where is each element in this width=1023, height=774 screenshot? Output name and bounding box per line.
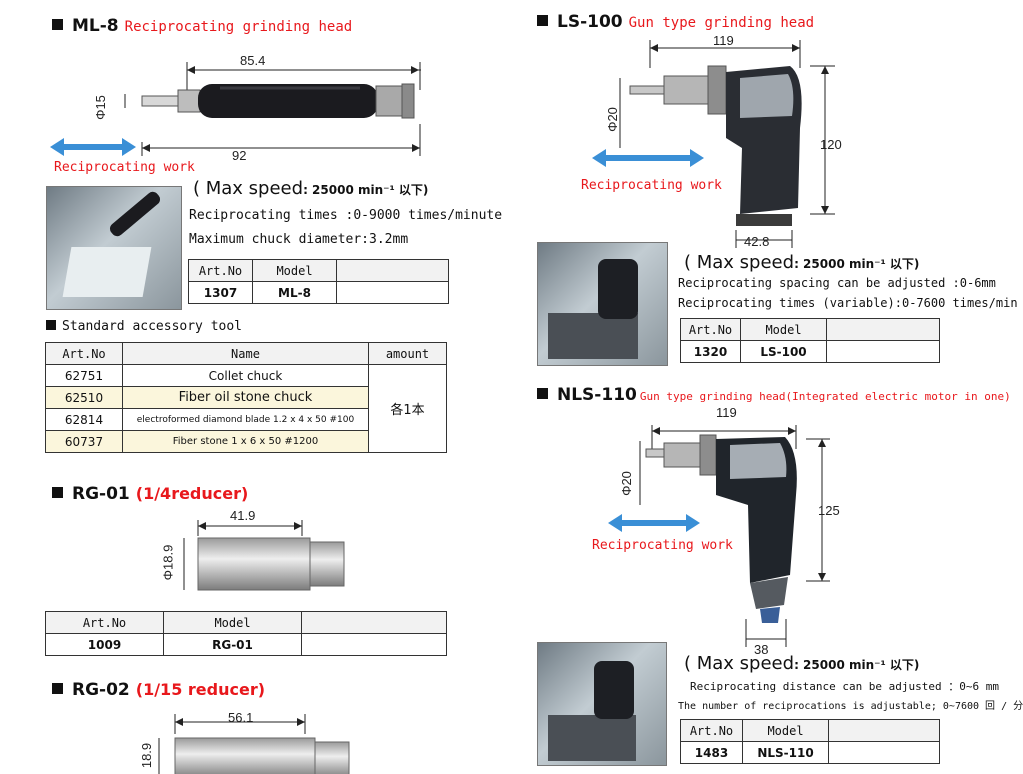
ls100-work-label: Reciprocating work <box>581 178 722 193</box>
ml8-desc: Reciprocating grinding head <box>124 19 353 35</box>
nls110-max-speed: ( Max speed: 25000 min⁻¹ 以下) <box>684 653 920 674</box>
ls100-max-speed: ( Max speed: 25000 min⁻¹ 以下) <box>684 252 920 273</box>
table-row: 60737 Fiber stone 1 x 6 x 50 #1200 <box>45 430 447 453</box>
rg02-header: RG-02(1/15 reducer) <box>52 680 265 700</box>
ls100-dim-height: 120 <box>820 137 842 152</box>
ml8-tool-drawing <box>50 62 421 156</box>
ls100-spec-times: Reciprocating times (variable):0-7600 ti… <box>678 296 1018 310</box>
nls110-dim-width: 119 <box>716 405 737 420</box>
rg01-drawing <box>183 520 345 591</box>
accessory-amount: 各1本 <box>368 364 447 453</box>
nls110-spec-distance: Reciprocating distance can be adjusted ：… <box>690 680 1000 693</box>
nls110-photo <box>537 642 667 766</box>
table-row: 62510 Fiber oil stone chuck <box>45 386 447 409</box>
table-row: 62751 Collet chuck 各1本 <box>45 364 447 453</box>
bullet-square-icon <box>52 19 63 30</box>
ml8-spec-reciprocating: Reciprocating times :0-9000 times/minute <box>189 208 503 223</box>
ml8-work-label: Reciprocating work <box>54 160 195 175</box>
rg02-dim-length: 56.1 <box>228 710 254 725</box>
bullet-square-icon <box>52 487 63 498</box>
nls110-dim-height: 125 <box>818 503 840 518</box>
ml8-spec-chuck: Maximum chuck diameter:3.2mm <box>189 232 409 247</box>
ml8-header: ML-8 Reciprocating grinding head <box>52 16 352 36</box>
ls100-dim-base: 42.8 <box>744 234 770 249</box>
ls100-dim-diameter: Φ20 <box>604 107 620 132</box>
bullet-square-icon <box>537 15 548 26</box>
bullet-square-icon <box>46 320 56 330</box>
nls110-dim-diameter: Φ20 <box>618 471 634 496</box>
ml8-code: ML-8 <box>72 16 119 36</box>
ml8-dim-length: 85.4 <box>240 53 266 68</box>
ml8-max-speed: ( Max speed: 25000 min⁻¹ 以下) <box>193 178 429 199</box>
rg02-dim-diameter: 18.9 <box>139 742 155 769</box>
nls110-dim-base: 38 <box>754 642 769 657</box>
ls100-dim-width: 119 <box>713 33 734 48</box>
nls110-tool-drawing <box>608 425 830 647</box>
bullet-square-icon <box>537 388 548 399</box>
ls100-photo <box>537 242 668 366</box>
rg01-dim-length: 41.9 <box>230 508 256 523</box>
ls100-tool-drawing <box>592 40 835 248</box>
rg01-header: RG-01(1/4reducer) <box>52 484 248 504</box>
ml8-model: ML-8 <box>252 281 337 304</box>
rg01-dim-diameter: Φ18.9 <box>160 544 176 581</box>
accessory-title: Standard accessory tool <box>46 319 242 334</box>
nls110-spec-reciprocations: The number of reciprocations is adjustab… <box>678 701 1023 712</box>
ml8-dim-total: 92 <box>232 148 247 163</box>
ml8-dim-diameter: Φ15 <box>92 95 108 120</box>
rg02-drawing <box>158 714 350 774</box>
nls110-work-label: Reciprocating work <box>592 538 733 553</box>
accessory-table: Art.No Name amount 62751 Collet chuck 各1… <box>45 342 447 453</box>
bullet-square-icon <box>52 683 63 694</box>
ls100-spec-spacing: Reciprocating spacing can be adjusted :0… <box>678 276 996 290</box>
ml8-photo <box>46 186 182 310</box>
ml8-artno: 1307 <box>188 281 253 304</box>
